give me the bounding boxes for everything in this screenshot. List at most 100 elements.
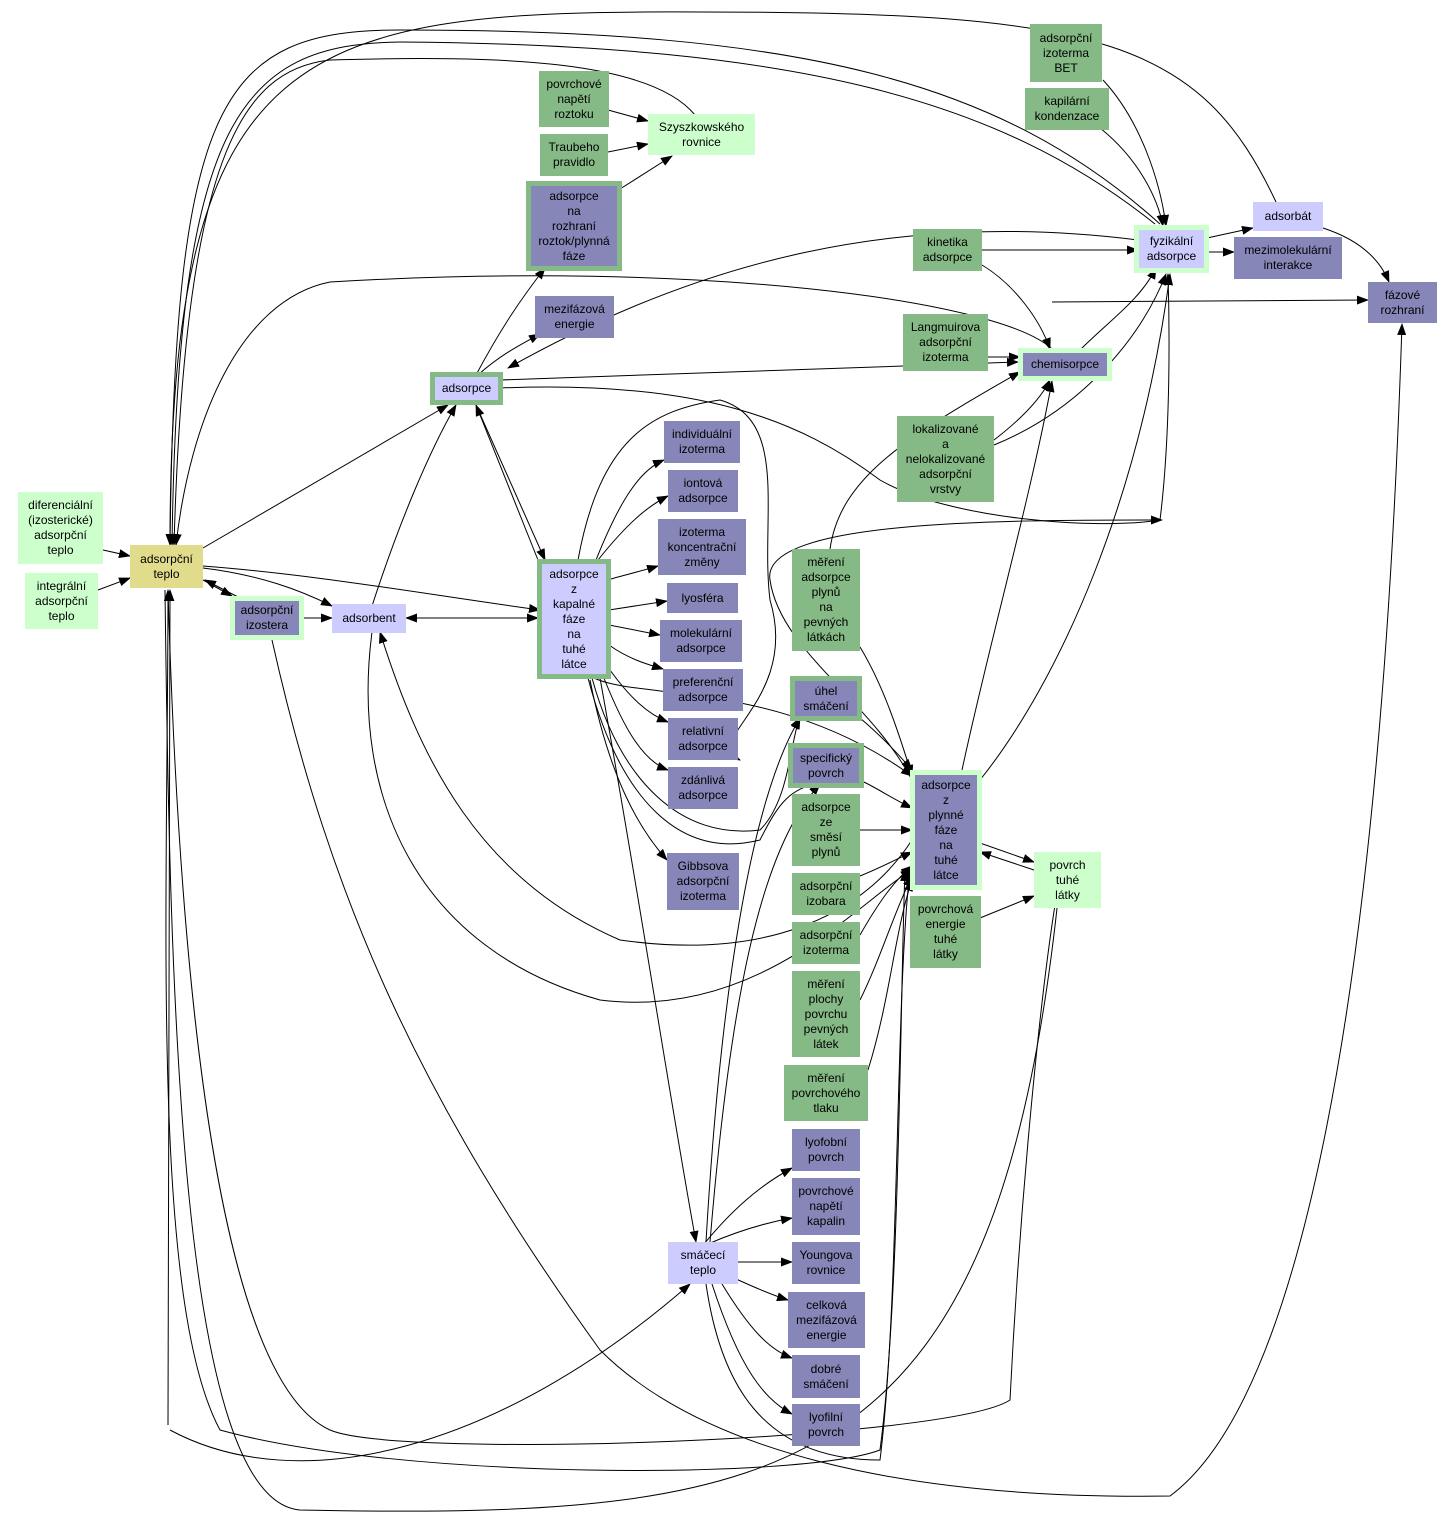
node-kinetika-adsorpce[interactable]: kinetika adsorpce — [913, 229, 982, 271]
edge — [981, 264, 1051, 350]
node-youngova-rovnice[interactable]: Youngova rovnice — [792, 1242, 860, 1284]
edge — [863, 781, 913, 809]
edge — [271, 323, 1407, 1497]
node-adsorpcni-izostera[interactable]: adsorpční izostera — [230, 596, 304, 640]
node-adsorpcni-teplo[interactable]: adsorpční teplo — [130, 545, 203, 588]
node-adsorpce[interactable]: adsorpce — [430, 372, 503, 405]
edge — [169, 1283, 691, 1462]
node-langmuirova-izoterma[interactable]: Langmuirova adsorpční izoterma — [903, 314, 988, 371]
node-adsorbent[interactable]: adsorbent — [332, 604, 406, 633]
edge — [165, 11, 1277, 546]
edge — [829, 371, 1021, 550]
edge — [703, 1167, 793, 1245]
node-lyofobni-povrch[interactable]: lyofobní povrch — [792, 1129, 860, 1171]
edge — [867, 879, 913, 1071]
edge — [165, 29, 1161, 546]
edge — [1099, 127, 1166, 227]
node-molekularni-adsorpce[interactable]: molekulární adsorpce — [660, 620, 742, 662]
node-adsorpce-roztok-plyn[interactable]: adsorpce na rozhraní roztok/plynná fáze — [526, 181, 622, 271]
edge — [202, 404, 449, 549]
node-lokalizovane-vrstvy[interactable]: lokalizované a nelokalizované adsorpční … — [897, 416, 994, 502]
edge — [475, 404, 546, 561]
edge — [859, 646, 914, 777]
node-adsorbat[interactable]: adsorbát — [1253, 202, 1323, 231]
edge — [619, 155, 673, 190]
edge — [202, 565, 541, 613]
node-dobre-smaceni[interactable]: dobré smáčení — [792, 1355, 860, 1398]
edge — [577, 399, 777, 761]
node-integralni-teplo[interactable]: integrální adsorpční teplo — [25, 573, 98, 629]
node-adsorpcni-izobara[interactable]: adsorpční izobara — [792, 873, 860, 915]
edge — [607, 141, 649, 153]
edge — [711, 1283, 793, 1415]
edge — [721, 1283, 793, 1359]
edge — [97, 577, 131, 591]
edge — [705, 869, 914, 1461]
edge — [608, 644, 664, 671]
node-zdanliva-adsorpce[interactable]: zdánlivá adsorpce — [668, 767, 738, 809]
edge — [587, 677, 821, 845]
node-izoterma-koncentracni-zmeny[interactable]: izoterma koncentrační změny — [658, 519, 746, 575]
node-relativni-adsorpce[interactable]: relativní adsorpce — [668, 718, 738, 760]
edge — [733, 1277, 789, 1302]
edge — [164, 589, 1064, 1512]
node-szyszkowskeho-rovnice[interactable]: Szyszkowského rovnice — [648, 114, 755, 155]
node-traubeho-pravidlo[interactable]: Traubeho pravidlo — [540, 134, 608, 176]
node-povrchova-energie-tuhe-latky[interactable]: povrchová energie tuhé látky — [910, 896, 981, 968]
node-adsorpce-plyn-tuha[interactable]: adsorpce z plynné fáze na tuhé látce — [910, 770, 982, 890]
node-mezifazova-energie[interactable]: mezifázová energie — [535, 296, 614, 338]
edge — [597, 495, 669, 561]
edge — [859, 851, 913, 877]
node-povrchove-napeti-kapalin[interactable]: povrchové napětí kapalin — [792, 1178, 860, 1235]
node-lyosfera[interactable]: lyosféra — [667, 583, 738, 613]
node-specificky-povrch[interactable]: specifický povrch — [788, 743, 864, 788]
edge — [607, 109, 649, 123]
node-povrch-tuhe-latky[interactable]: povrch tuhé látky — [1034, 852, 1101, 908]
edge — [172, 275, 1053, 546]
edge — [165, 589, 910, 1471]
edge — [608, 624, 661, 638]
edge — [1102, 79, 1170, 227]
edge — [167, 41, 1156, 546]
node-adsorpce-kapalina-tuha[interactable]: adsorpce z kapalné fáze na tuhé látce — [537, 559, 611, 679]
node-adsorpcni-izoterma-bet[interactable]: adsorpční izoterma BET — [1030, 24, 1102, 82]
edge — [169, 58, 696, 546]
node-mezimolekularni-interakce[interactable]: mezimolekulární interakce — [1234, 237, 1342, 279]
node-uhel-smaceni[interactable]: úhel smáčení — [790, 676, 862, 721]
edge — [705, 717, 801, 1243]
node-mereni-plochy-povrchu[interactable]: měření plochy povrchu pevných látek — [792, 971, 860, 1057]
edge — [202, 567, 333, 607]
node-diferencialni-teplo[interactable]: diferenciální (izosterické) adsorpční te… — [18, 492, 103, 564]
edge — [599, 667, 669, 771]
edge — [979, 842, 1035, 863]
edge — [859, 717, 913, 771]
node-povrchove-napeti-roztoku[interactable]: povrchové napětí roztoku — [539, 71, 609, 127]
node-fazove-rozhrani[interactable]: fázové rozhraní — [1368, 282, 1437, 323]
edge — [859, 865, 913, 936]
node-mereni-povrchoveho-tlaku[interactable]: měření povrchového tlaku — [784, 1065, 868, 1121]
node-celkova-mezifazova-energie[interactable]: celková mezifázová energie — [788, 1292, 865, 1348]
edge — [475, 404, 539, 561]
node-lyofilni-povrch[interactable]: lyofilní povrch — [792, 1404, 860, 1446]
edge — [979, 273, 1174, 781]
node-chemisorpce[interactable]: chemisorpce — [1018, 348, 1112, 381]
node-adsorpcni-izoterma[interactable]: adsorpční izoterma — [792, 922, 860, 964]
edge — [606, 564, 659, 581]
node-kapilarni-kondenzace[interactable]: kapilární kondenzace — [1025, 88, 1109, 130]
node-adsorpce-ze-smesi-plynu[interactable]: adsorpce ze směsí plynů — [792, 794, 860, 866]
edge — [1322, 227, 1390, 283]
node-fyzikalni-adsorpce[interactable]: fyzikální adsorpce — [1134, 225, 1209, 273]
node-individualni-izoterma[interactable]: individuální izoterma — [664, 421, 740, 463]
node-preferencni-adsorpce[interactable]: preferenční adsorpce — [663, 669, 743, 711]
edge — [165, 589, 175, 1426]
edge — [163, 589, 1056, 1445]
node-mereni-adsorpce-plynu[interactable]: měření adsorpce plynů na pevných látkách — [792, 549, 860, 651]
edge — [1051, 295, 1369, 305]
node-gibbsova-izoterma[interactable]: Gibbsova adsorpční izoterma — [667, 853, 739, 910]
edge — [599, 677, 699, 1243]
node-iontova-adsorpce[interactable]: iontová adsorpce — [668, 470, 738, 512]
edge — [1206, 225, 1254, 239]
edge — [371, 404, 457, 607]
node-smaceci-teplo[interactable]: smáčecí teplo — [668, 1242, 738, 1284]
